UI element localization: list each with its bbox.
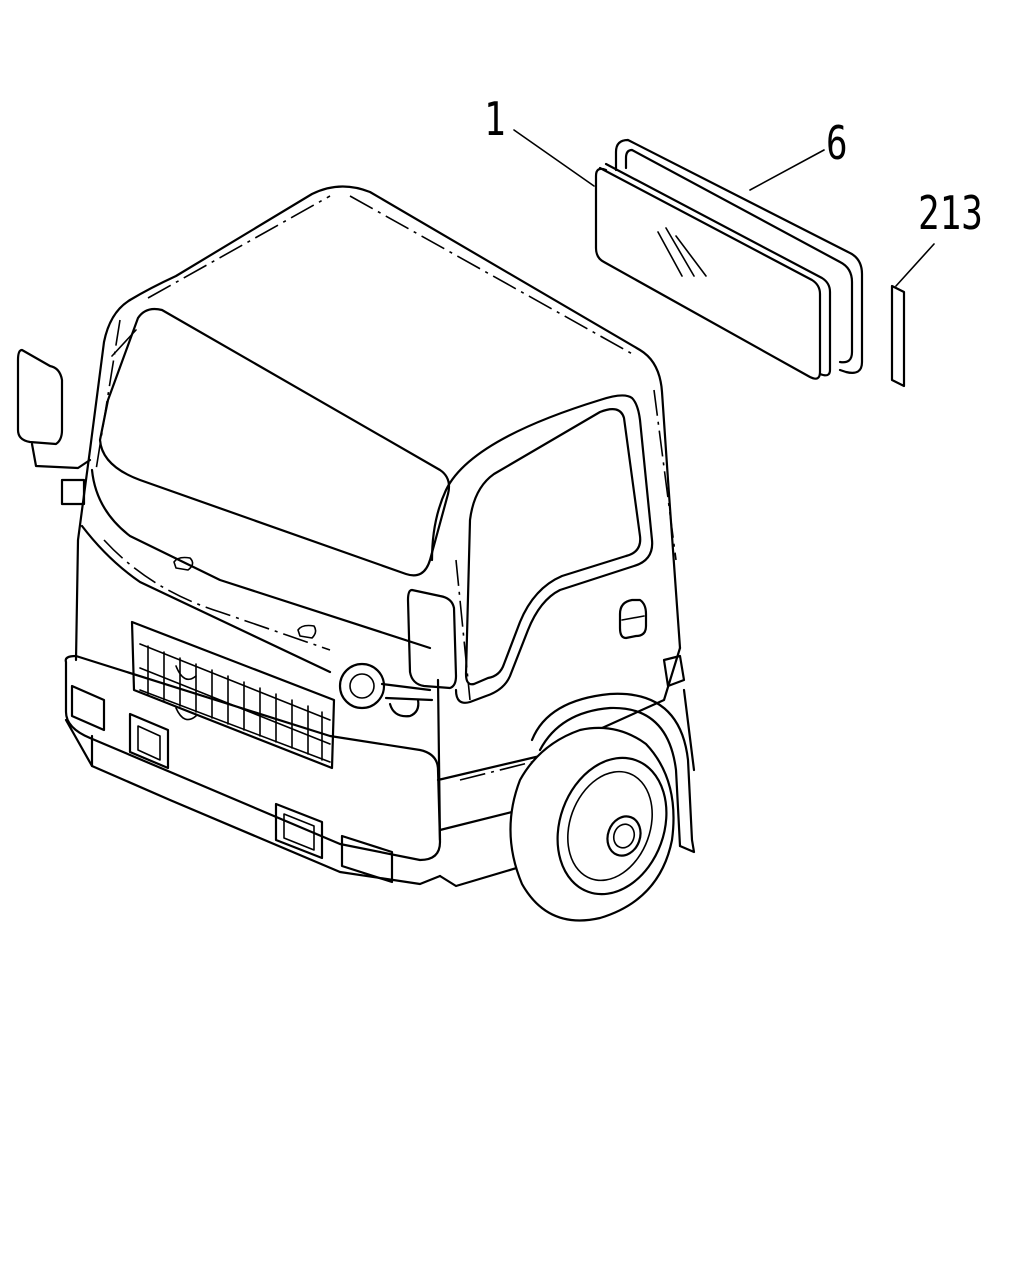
leader-lines (513, 129, 935, 287)
rear-window-seal-part (614, 138, 864, 374)
callout-strip-label: 213 (918, 186, 983, 240)
truck-cab (16, 185, 696, 922)
rear-window-glass-part (594, 162, 832, 380)
callout-seal-label: 6 (826, 116, 848, 170)
moulding-strip-part (890, 284, 906, 388)
callout-glass-label: 1 (484, 92, 506, 146)
